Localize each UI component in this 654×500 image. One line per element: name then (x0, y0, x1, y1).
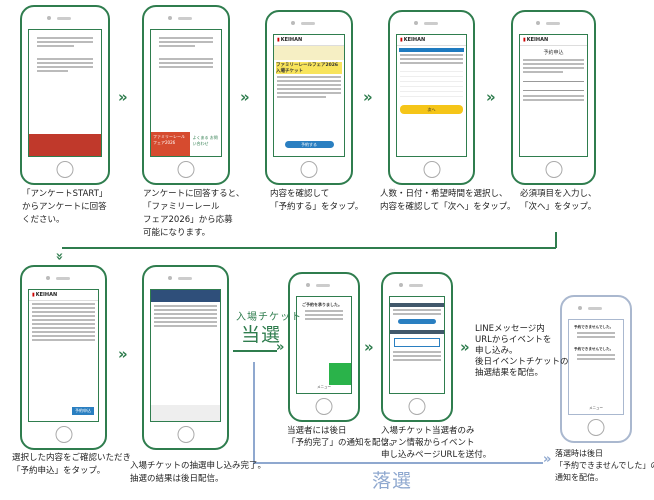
family-rail-fair-banner[interactable]: ファミリーレールフェア2026 (151, 132, 190, 156)
phone-step-5: ▮KEIHAN 予約申込 (511, 10, 596, 185)
win-label: 当選 (241, 324, 282, 346)
event-title: ファミリーレールフェア2026入場チケット (276, 62, 342, 74)
win-sub-label: 入場チケット (236, 312, 302, 323)
email-confirm-field[interactable] (523, 86, 584, 91)
step-9-caption: 入場チケット当選者のみファン情報からイベント申し込みページURLを送付。 (381, 426, 492, 460)
next-arrow-icon: » (543, 452, 552, 467)
down-arrow-icon: » (51, 252, 67, 257)
faq-link[interactable]: よくある お問い合わせ (189, 132, 221, 156)
next-button[interactable]: 次へ (400, 105, 463, 114)
date-calendar[interactable] (400, 67, 463, 101)
step-4-caption: 人数・日付・希望時間を選択し、内容を確認して「次へ」をタップ。 (380, 189, 516, 212)
phone-step-9 (381, 272, 453, 422)
line-chat-screen (28, 29, 102, 157)
next-arrow-icon: » (276, 340, 285, 355)
fan-info-button[interactable] (398, 319, 436, 324)
reservation-failed-message: 予約できませんでした。 (574, 325, 614, 329)
step-10-caption: 落選時は後日「予約できませんでした」の通知を配信。 (555, 449, 654, 482)
line-menu[interactable]: メニュー (569, 406, 623, 414)
next-arrow-icon: » (363, 88, 373, 106)
email-field[interactable] (523, 77, 584, 82)
reserve-button[interactable]: 予約する (284, 141, 334, 148)
apply-title: 予約申込 (543, 50, 564, 56)
next-arrow-icon: » (364, 338, 374, 356)
phone-step-8: ご予約を承りました。 メニュー (288, 272, 360, 422)
survey-start-banner[interactable] (29, 134, 101, 156)
win-arrow-line (233, 350, 277, 352)
row-connector-line (62, 247, 556, 249)
step-2-caption: アンケートに回答すると、「ファミリーレールフェア2026」から応募可能になります… (143, 189, 245, 238)
phone-step-2: ファミリーレールフェア2026 よくある お問い合わせ (142, 5, 230, 185)
step-6-caption: 選択した内容をご確認いただき「予約申込」をタップ。 (12, 453, 132, 476)
step-5-caption: 必須項目を入力し、「次へ」をタップ。 (520, 189, 597, 212)
step-3-caption: 内容を確認して「予約する」をタップ。 (270, 189, 364, 212)
reservation-complete-message: ご予約を承りました。 (302, 302, 342, 307)
phone-step-10: 予約できませんでした。 予約できませんでした。 メニュー (560, 295, 632, 443)
apply-button[interactable]: 予約申込 (72, 407, 94, 415)
brand-logo: KEIHAN (280, 37, 303, 43)
phone-step-4: ▮KEIHAN 次へ (388, 10, 475, 185)
step-8-caption: 当選者には後日「予約完了」の通知を配信。 (287, 426, 398, 448)
step-1-caption: 「アンケートSTART」からアンケートに回答ください。 (22, 189, 108, 225)
next-arrow-icon: » (460, 338, 470, 356)
next-arrow-icon: » (240, 88, 250, 106)
phone-step-6: ▮KEIHAN 予約申込 (20, 265, 107, 450)
next-arrow-icon: » (118, 345, 128, 363)
phone-step-1 (20, 5, 110, 185)
lose-line (253, 462, 543, 464)
line-menu[interactable]: メニュー (297, 385, 351, 393)
next-arrow-icon: » (486, 88, 496, 106)
phone-step-3: ▮KEIHAN ファミリーレールフェア2026入場チケット 予約する (265, 10, 353, 185)
next-arrow-icon: » (118, 88, 128, 106)
phone-step-7 (142, 265, 229, 450)
home-button (56, 161, 74, 178)
row-connector-line (555, 232, 557, 248)
lose-label: 落選 (372, 470, 413, 492)
lose-line (253, 362, 255, 463)
step-7-caption: 入場チケットの抽選申し込み完了。抽選の結果は後日配信。 (130, 461, 267, 484)
